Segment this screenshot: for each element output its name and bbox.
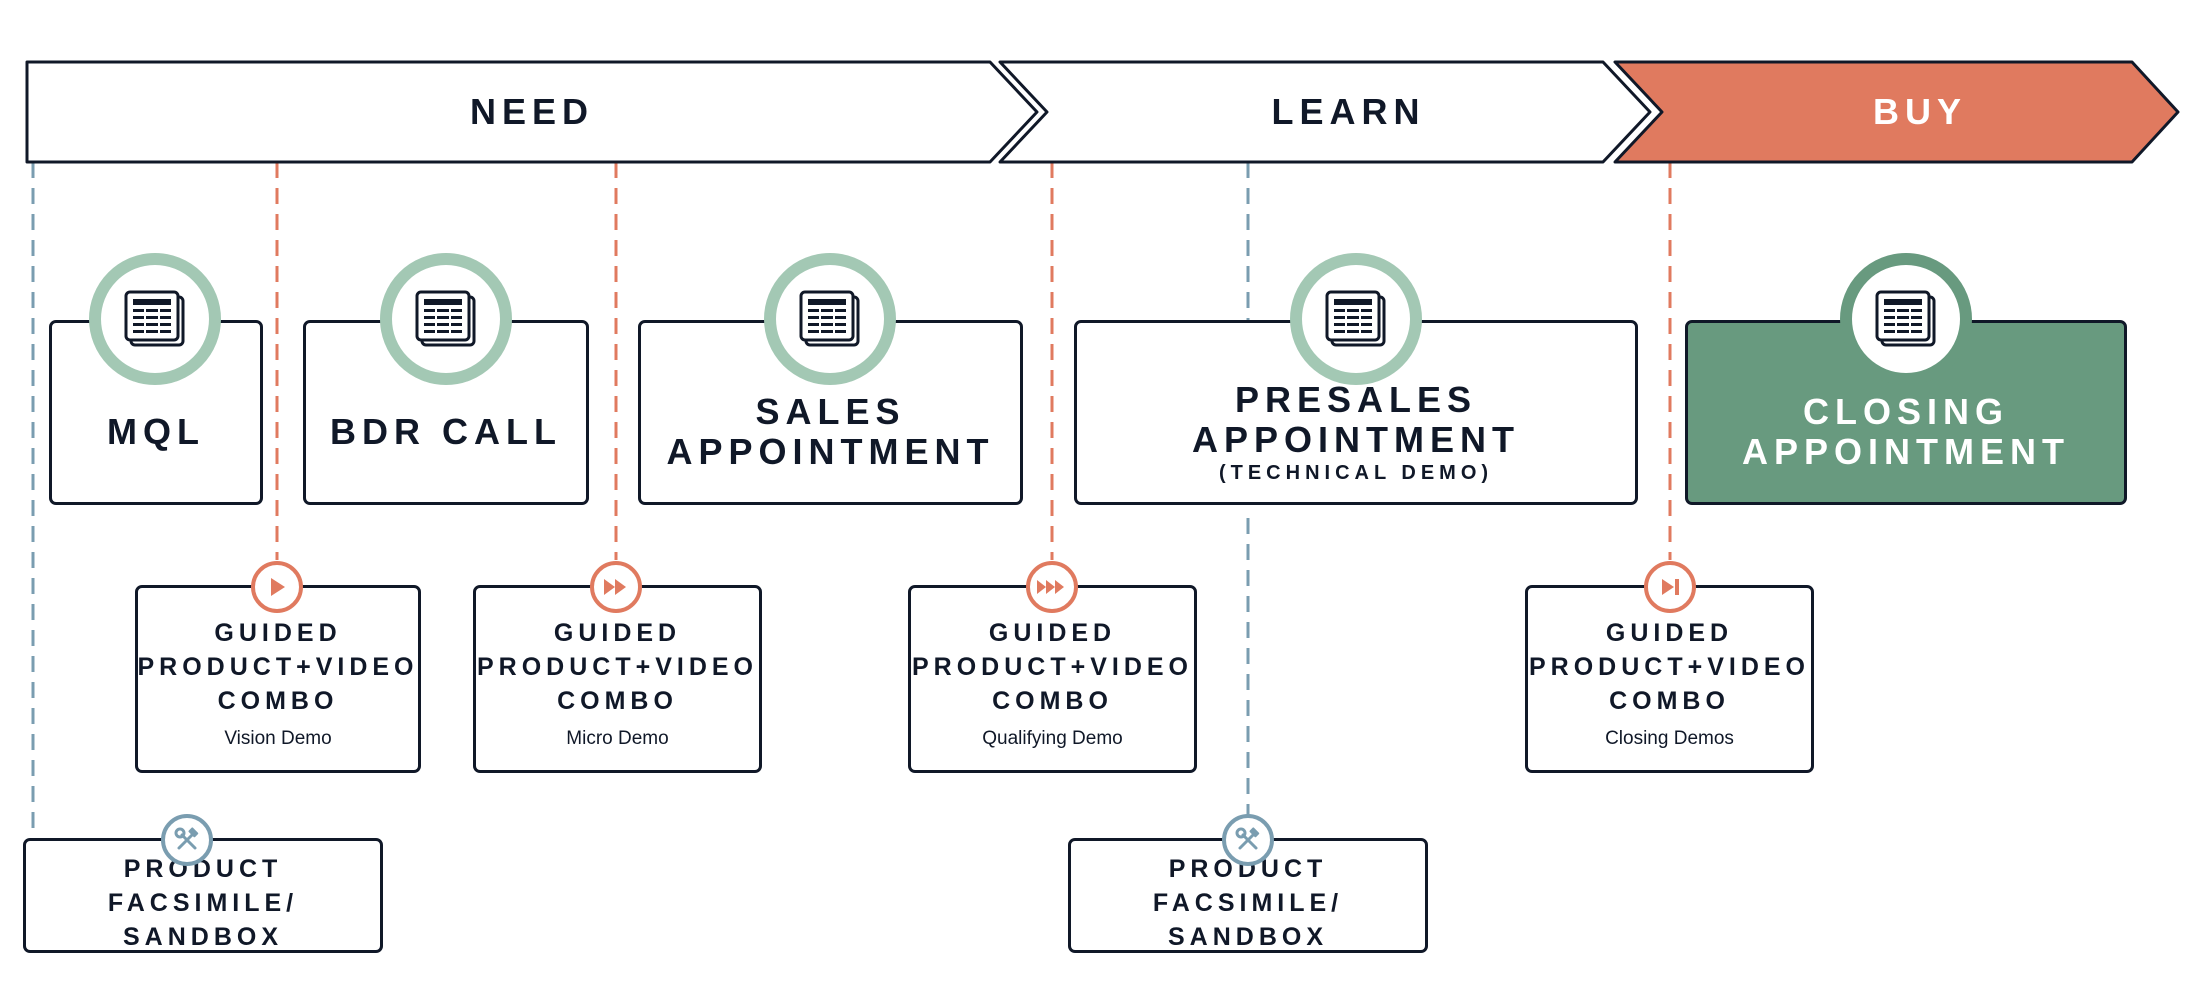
asset-subtitle: Vision Demo: [224, 728, 332, 749]
asset-card-vision-demo: GUIDED PRODUCT+VIDEO COMBO Vision Demo: [135, 585, 421, 773]
phase-chevron-buy: [1613, 60, 2180, 164]
document-icon: [124, 290, 185, 347]
stage-card-sales-appointment: SALES APPOINTMENT: [638, 320, 1023, 505]
phase-chevron-learn: [998, 60, 1652, 164]
asset-title: GUIDED PRODUCT+VIDEO COMBO: [1528, 619, 1810, 715]
play-icon: [271, 578, 285, 596]
stage-subtitle: (TECHNICAL DEMO): [1218, 462, 1494, 484]
sandbox-badge-2: [1222, 814, 1274, 866]
stage-badge-mql: [89, 253, 221, 385]
asset-badge-micro-demo: [590, 561, 642, 613]
fast-forward-icon: [604, 579, 626, 595]
phase-label-need: NEED: [469, 91, 595, 132]
document-icon: [799, 290, 860, 347]
stage-badge-sales-appointment: [764, 253, 896, 385]
stage-title: MQL: [107, 410, 205, 452]
document-icon: [1325, 290, 1386, 347]
stage-title: SALES APPOINTMENT: [666, 390, 995, 472]
asset-badge-vision-demo: [251, 561, 303, 613]
triple-forward-icon: [1037, 580, 1064, 594]
asset-title: GUIDED PRODUCT+VIDEO COMBO: [476, 619, 758, 715]
stage-title: CLOSING APPOINTMENT: [1741, 390, 2070, 472]
sandbox-title: PRODUCT FACSIMILE/ SANDBOX: [1152, 854, 1344, 951]
asset-subtitle: Qualifying Demo: [982, 728, 1123, 749]
asset-subtitle: Micro Demo: [566, 728, 669, 749]
asset-card-closing-demos: GUIDED PRODUCT+VIDEO COMBO Closing Demos: [1525, 585, 1814, 773]
document-icon: [1875, 290, 1936, 347]
asset-card-micro-demo: GUIDED PRODUCT+VIDEO COMBO Micro Demo: [473, 585, 762, 773]
phase-chevron-need: [25, 60, 1039, 164]
orange-connector-lines: [275, 162, 1672, 560]
sandbox-title: PRODUCT FACSIMILE/ SANDBOX: [107, 854, 299, 951]
document-icon: [415, 290, 476, 347]
sandbox-badge-1: [161, 814, 213, 866]
asset-badge-qualifying-demo: [1026, 561, 1078, 613]
stage-title: PRESALES APPOINTMENT: [1191, 379, 1520, 460]
asset-title: GUIDED PRODUCT+VIDEO COMBO: [911, 619, 1193, 715]
asset-badge-closing-demos: [1644, 561, 1696, 613]
tools-icon: [1235, 827, 1260, 850]
stage-badge-closing-appointment: [1840, 253, 1972, 385]
skip-forward-icon: [1662, 579, 1679, 595]
stage-badge-presales-appointment: [1290, 253, 1422, 385]
blue-connector-lines: [31, 162, 1250, 838]
asset-card-qualifying-demo: GUIDED PRODUCT+VIDEO COMBO Qualifying De…: [908, 585, 1197, 773]
phase-label-learn: LEARN: [1271, 91, 1426, 132]
stage-title: BDR CALL: [330, 410, 562, 452]
stage-badge-bdr-call: [380, 253, 512, 385]
tools-icon: [174, 827, 199, 850]
asset-subtitle: Closing Demos: [1605, 728, 1734, 749]
phase-label-buy: BUY: [1872, 91, 1967, 132]
asset-title: GUIDED PRODUCT+VIDEO COMBO: [137, 619, 419, 715]
